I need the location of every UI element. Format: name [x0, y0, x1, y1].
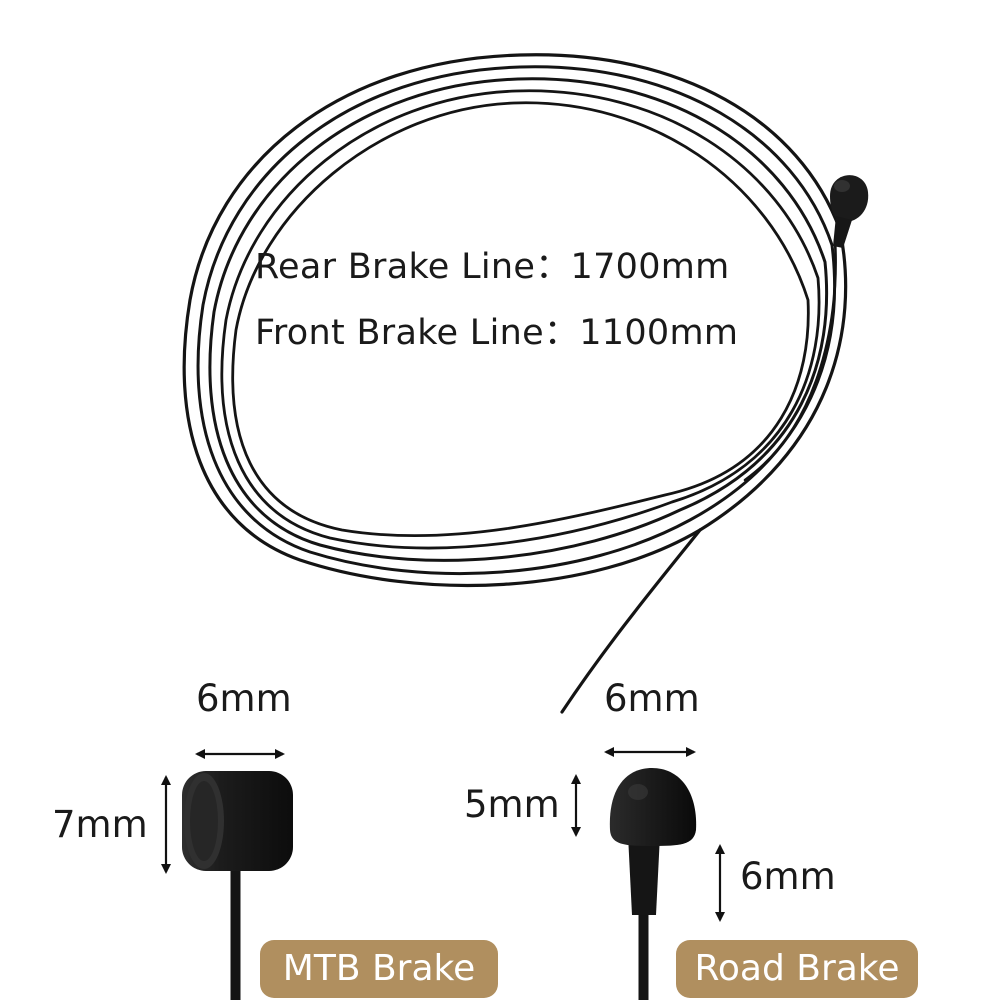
- cable-loop-4: [220, 89, 821, 550]
- cable-tail-2: [743, 238, 837, 482]
- dimension-arrows: [161, 747, 725, 922]
- road-neck-height-label: 6mm: [740, 855, 836, 898]
- front-brake-line-label: Front Brake Line：: [255, 313, 580, 353]
- cable-tail: [560, 528, 702, 714]
- mtb-brake-badge: MTB Brake: [260, 940, 498, 998]
- road-width-label: 6mm: [604, 677, 700, 720]
- rear-brake-line-value: 1700mm: [570, 247, 730, 287]
- mtb-barrel-end: [182, 771, 293, 1000]
- cable-loop-2: [196, 65, 836, 576]
- mtb-width-label: 6mm: [196, 677, 292, 720]
- mtb-height-label: 7mm: [52, 803, 148, 846]
- front-brake-line-value: 1100mm: [579, 313, 739, 353]
- coiled-cable: [182, 53, 848, 714]
- cable-loop-3: [208, 77, 829, 562]
- coil-end-barrel: [830, 175, 869, 248]
- front-brake-line-spec: Front Brake Line：1100mm: [255, 304, 738, 355]
- road-head-height-label: 5mm: [464, 783, 560, 826]
- rear-brake-line-label: Rear Brake Line：: [255, 247, 571, 287]
- road-barrel-head: [609, 768, 697, 846]
- road-barrel-neck: [628, 835, 660, 915]
- road-cable-stub: [638, 905, 649, 1000]
- road-brake-badge: Road Brake: [676, 940, 918, 998]
- rear-brake-line-spec: Rear Brake Line：1700mm: [255, 238, 730, 289]
- cable-loop-5: [231, 101, 810, 538]
- road-barrel-end: [609, 768, 697, 1000]
- mtb-cable-stub: [230, 868, 241, 1000]
- cable-loop-outer: [182, 53, 848, 588]
